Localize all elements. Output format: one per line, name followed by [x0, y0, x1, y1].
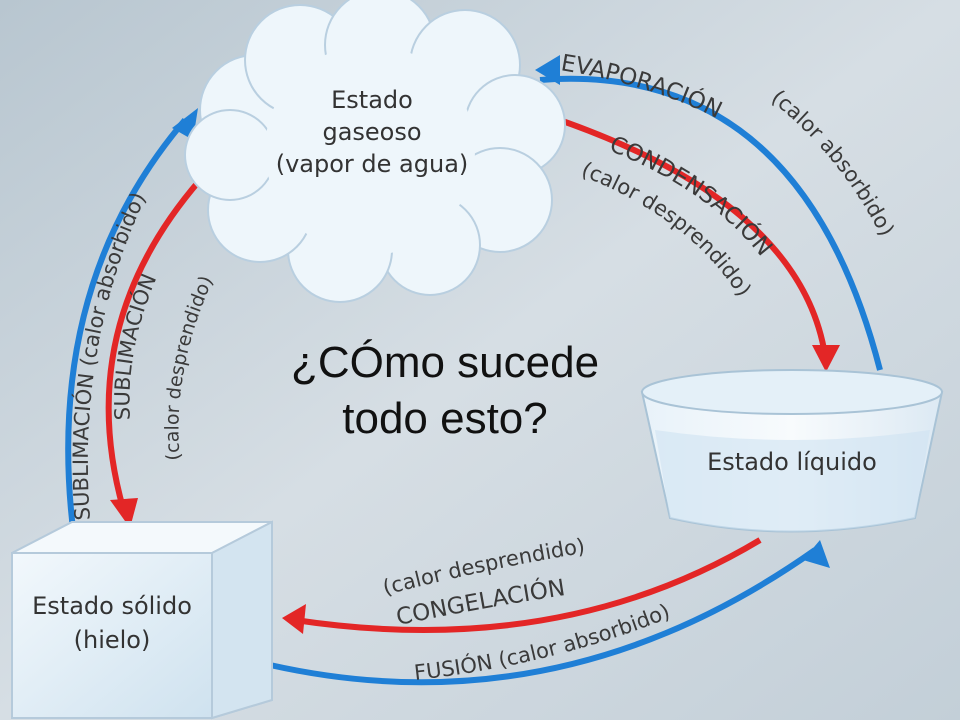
sublimation-down-arrowhead [110, 498, 138, 528]
cloud-gas-state [184, 0, 566, 303]
ice-cube-solid-state [11, 520, 273, 720]
condensation-arrow [544, 112, 828, 356]
solid-state-line2: (hielo) [74, 626, 151, 654]
fusion-arrowhead [803, 540, 830, 568]
gas-state-line1: Estado [331, 86, 413, 114]
condensation-arrowhead [812, 345, 840, 372]
cup-liquid-state [640, 369, 944, 533]
fusion-arrow [269, 547, 817, 686]
question-line1: ¿CÓmo sucede [290, 338, 600, 387]
sublimation-up-arrow [65, 118, 188, 546]
sublimation-down-arrow [105, 178, 203, 516]
question-text: ¿CÓmo sucede todo esto? [255, 335, 635, 447]
evaporation-arrowhead [535, 55, 560, 85]
freezing-arrow [294, 537, 762, 633]
evaporation-arrow [539, 75, 883, 371]
gas-state-line3: (vapor de agua) [276, 150, 469, 178]
question-line2: todo esto? [342, 394, 548, 443]
freezing-arrowhead [282, 604, 306, 634]
liquid-state-label: Estado líquido [707, 448, 877, 476]
gas-state-line2: gaseoso [322, 118, 421, 146]
solid-state-line1: Estado sólido [32, 592, 192, 620]
